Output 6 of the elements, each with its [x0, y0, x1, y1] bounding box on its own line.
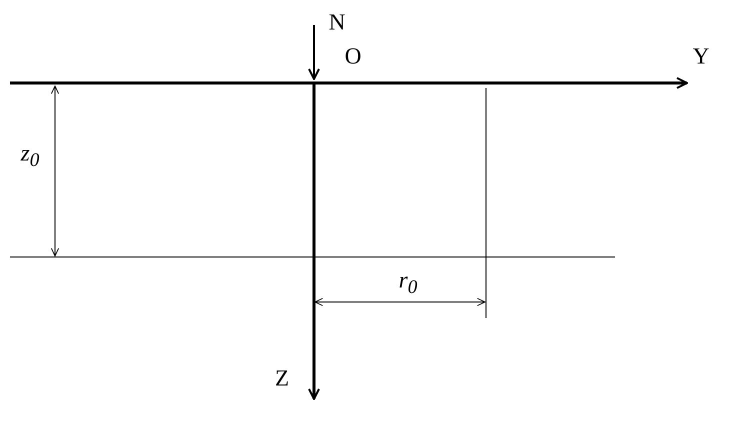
origin-label: O: [344, 44, 362, 68]
axis-label: Z: [274, 366, 290, 390]
dimension-label: z$_{0}$: [20, 142, 40, 170]
axis-label: Y: [692, 44, 710, 68]
force-label: N: [328, 10, 346, 34]
dimension-label: r$_{0}$: [398, 268, 418, 298]
